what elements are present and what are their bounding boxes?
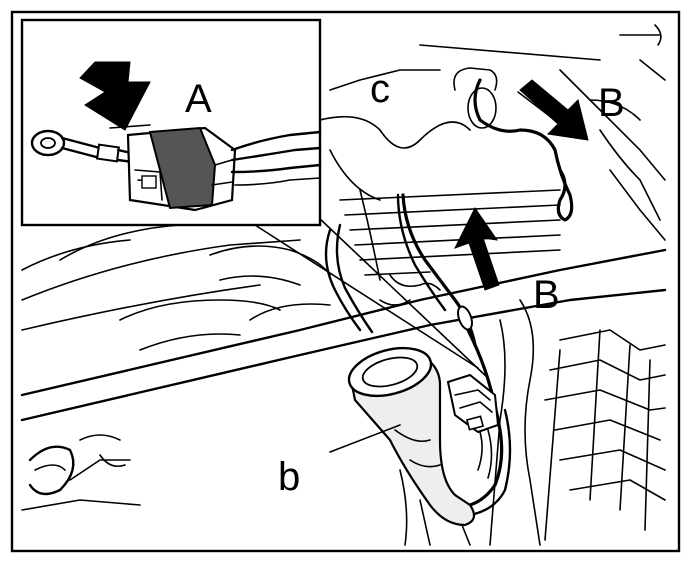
arrow-a: [79, 61, 151, 131]
left-harness-loop: [324, 223, 374, 334]
label-b-lower: B: [533, 273, 560, 317]
callout-pointer: [254, 199, 489, 379]
label-c-part: c: [370, 67, 390, 111]
label-b-part: b: [278, 455, 300, 499]
label-a: A: [185, 77, 212, 121]
upper-harness-hook: [453, 67, 574, 222]
connector-lock: [148, 126, 217, 210]
main-harness-wire: [396, 193, 512, 517]
arrow-b-upper: [517, 79, 589, 141]
body-structure: [20, 24, 667, 546]
leader-line-b: [329, 424, 401, 453]
arrow-b-lower: [453, 207, 500, 291]
connector-cluster: [446, 373, 500, 479]
label-b-upper: B: [598, 81, 625, 125]
grommet: [347, 346, 476, 527]
inset-detail: [20, 18, 322, 227]
